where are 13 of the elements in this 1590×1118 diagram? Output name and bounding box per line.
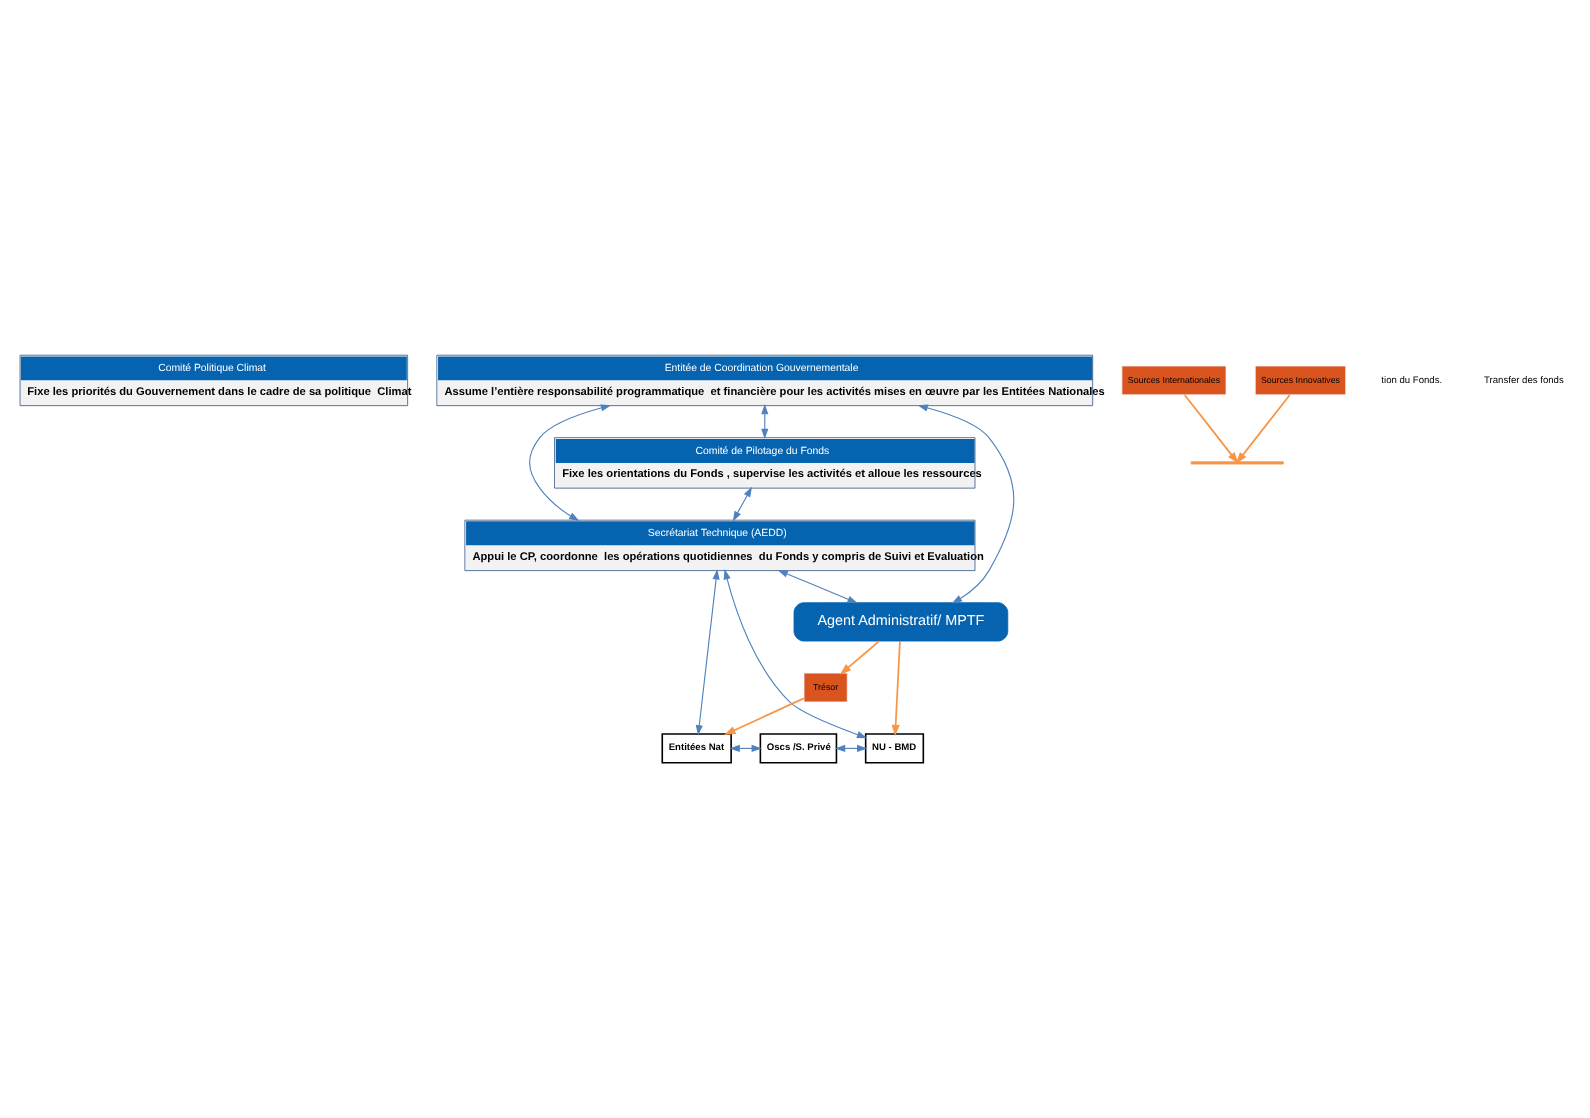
arrow xyxy=(839,640,880,675)
node-bar xyxy=(1190,461,1284,465)
arrow xyxy=(777,570,858,604)
arrow xyxy=(723,569,868,739)
arrow xyxy=(724,697,805,736)
arrow xyxy=(732,486,753,522)
arrow xyxy=(1236,394,1291,464)
node-box: Agent Administratif/ MPTF xyxy=(793,602,1009,642)
arrow xyxy=(917,404,1015,604)
arrow xyxy=(891,640,901,737)
arrow xyxy=(1183,394,1239,464)
arrow xyxy=(695,569,720,736)
arrow xyxy=(529,404,612,521)
